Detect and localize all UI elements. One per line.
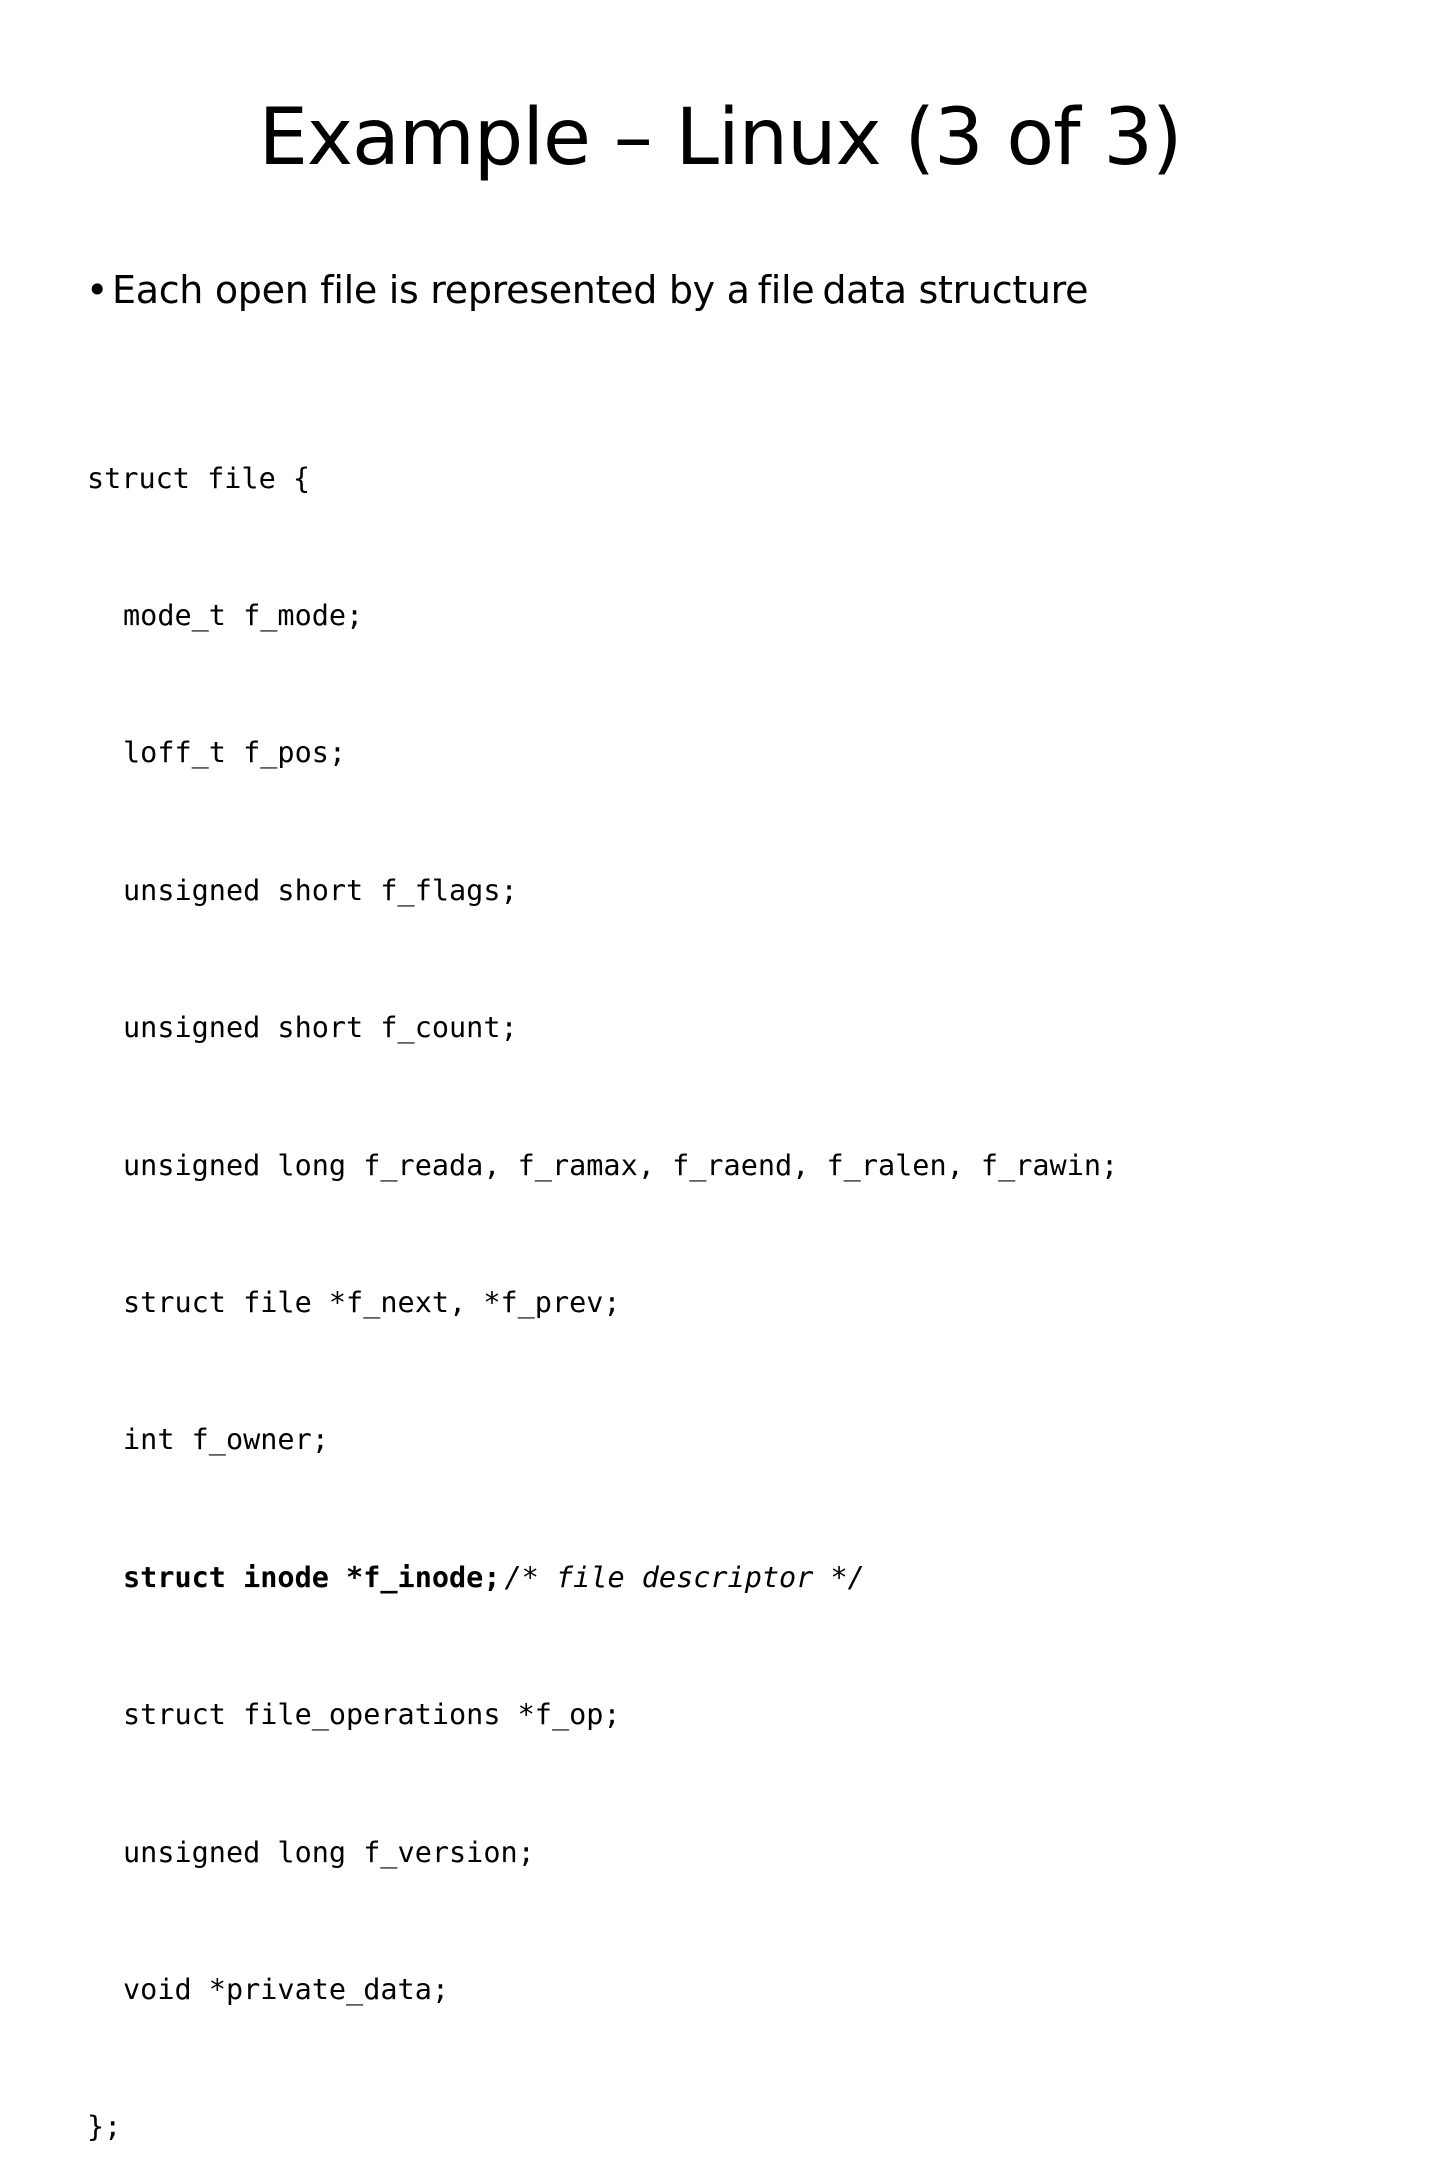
code-line: int f_owner;: [123, 1423, 329, 1457]
bullet-text-before: Each open file is represented by a: [112, 268, 750, 312]
code-line: unsigned short f_flags;: [123, 873, 518, 907]
code-line: void *private_data;: [123, 1972, 450, 2006]
code-line: loff_t f_pos;: [123, 736, 347, 770]
code-line: mode_t f_mode;: [123, 598, 364, 632]
code-line-close: };: [87, 2110, 122, 2144]
code-line-highlight: struct inode *f_inode;/* file descriptor…: [87, 1555, 1118, 1601]
highlight-comment: /* file descriptor */: [504, 1560, 865, 1594]
code-line: unsigned long f_version;: [123, 1835, 535, 1869]
slide-title: Example – Linux (3 of 3): [258, 93, 1183, 183]
code-line: unsigned long f_reada, f_ramax, f_raend,…: [123, 1148, 1119, 1182]
code-line: struct file *f_next, *f_prev;: [123, 1285, 621, 1319]
code-block: struct file { mode_t f_mode; loff_t f_po…: [87, 364, 1118, 2160]
code-line-open: struct file {: [87, 461, 311, 495]
code-line: unsigned short f_count;: [123, 1011, 518, 1045]
highlight-code: struct inode *f_inode;: [123, 1560, 501, 1594]
bullet-marker: •: [86, 268, 109, 312]
slide: Example – Linux (3 of 3) •Each open file…: [86, 93, 1183, 2144]
code-line: struct file_operations *f_op;: [123, 1698, 621, 1732]
bullet-code-word: file: [757, 268, 815, 312]
bullet-text-after: data structure: [822, 268, 1089, 312]
